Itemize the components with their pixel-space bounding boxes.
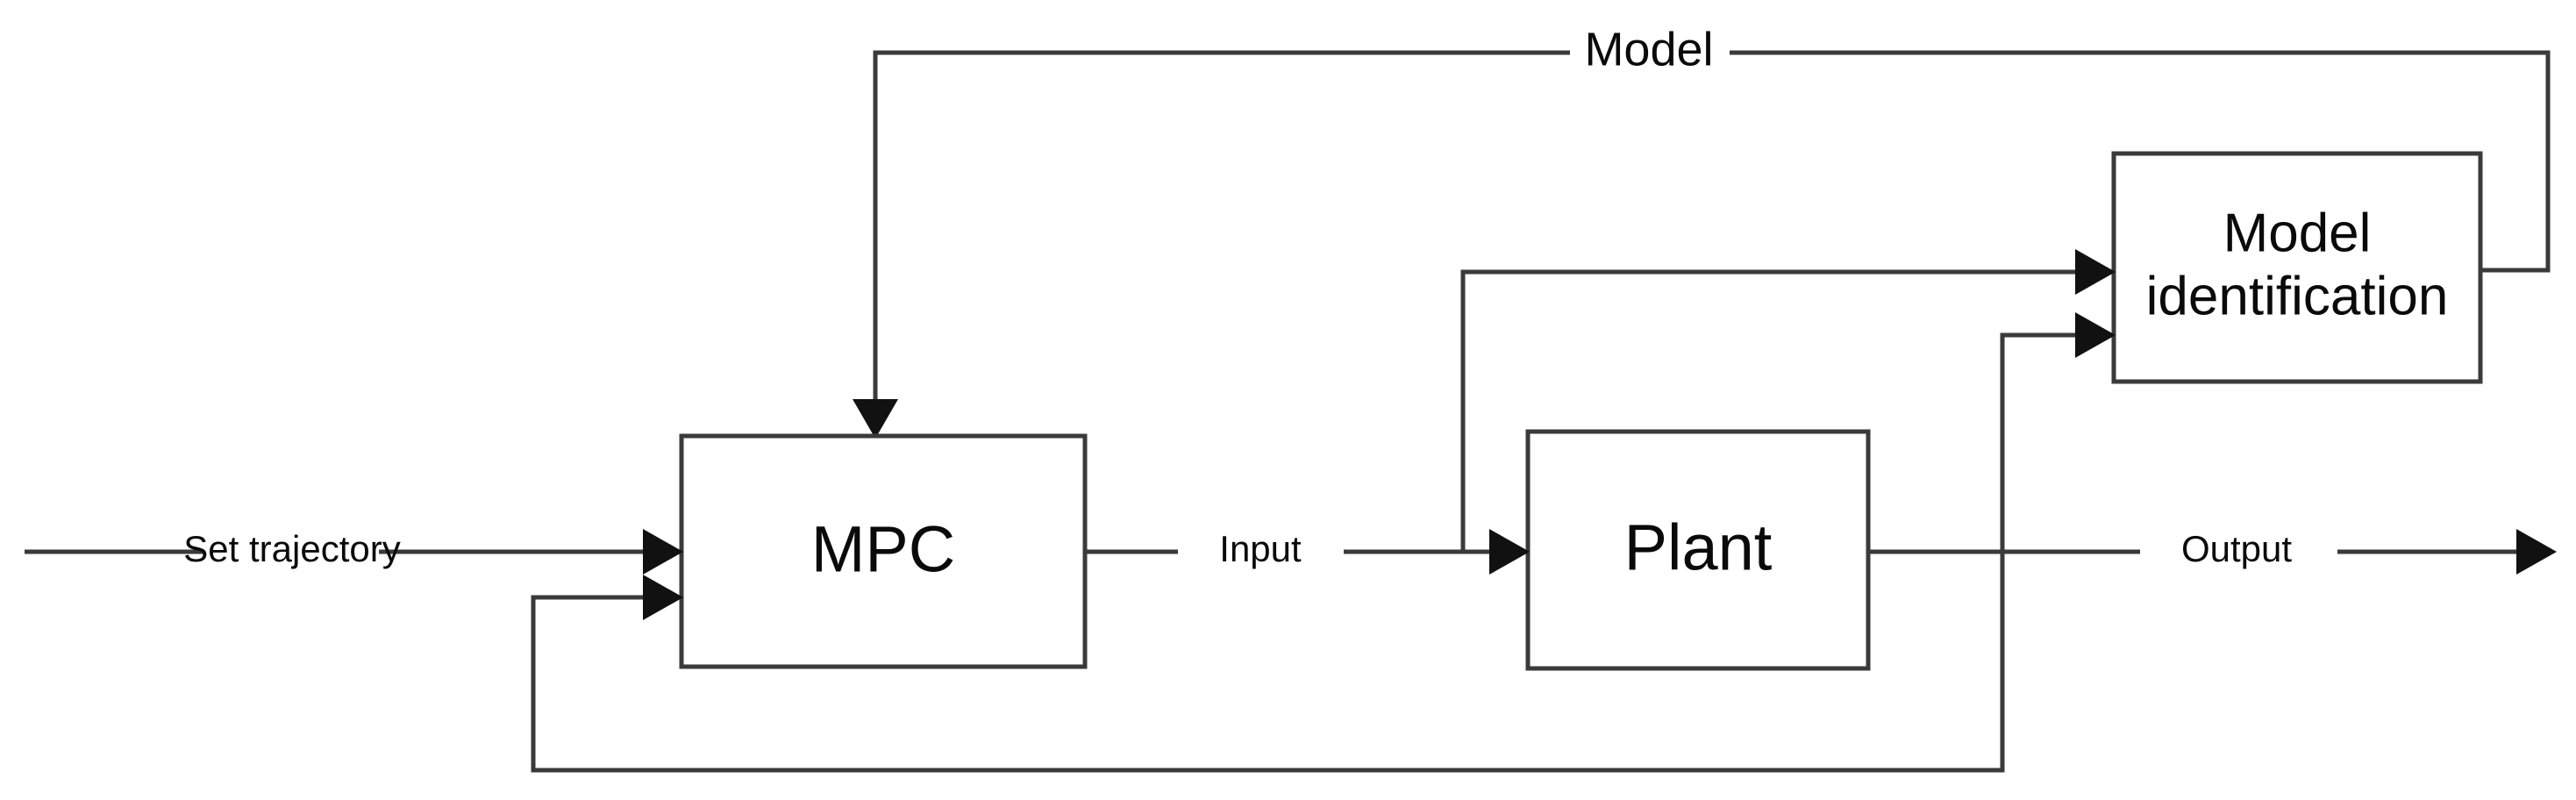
model-feedback-path xyxy=(1730,50,2551,273)
plant-label: Plant xyxy=(1624,511,1773,584)
plant-box[interactable] xyxy=(1525,429,1871,671)
label-output: Output xyxy=(2181,528,2292,569)
arrowhead-plant-input xyxy=(1489,529,1530,575)
model-feedback-path-left xyxy=(873,50,1570,423)
arrowhead-output-external xyxy=(2516,529,2557,575)
label-set-trajectory: Set trajectory xyxy=(183,528,400,569)
mpc-label: MPC xyxy=(811,513,955,586)
connection-input-to-model-identification xyxy=(1460,249,2116,552)
arrowhead-into-mpc-top xyxy=(853,399,898,439)
label-model: Model xyxy=(1584,23,1713,75)
arrowhead-model-identification-upper xyxy=(2075,249,2116,295)
block-mpc[interactable]: MPC xyxy=(679,433,1088,669)
block-plant[interactable]: Plant xyxy=(1525,429,1871,671)
model-identification-label-line1: Model xyxy=(2223,203,2372,263)
output-branch-path xyxy=(2000,332,2096,552)
connection-output-feedback-to-mpc xyxy=(531,552,2005,773)
connection-mpc-to-plant xyxy=(1085,529,1530,575)
block-model-identification[interactable]: Model identification xyxy=(2111,151,2483,384)
model-identification-label-line2: identification xyxy=(2146,266,2449,326)
model-identification-box[interactable] xyxy=(2111,151,2483,384)
input-branch-path xyxy=(1460,269,2096,552)
output-feedback-path xyxy=(531,552,2005,773)
arrowhead-mpc-set-trajectory xyxy=(643,529,683,575)
connection-output-to-model-identification xyxy=(2000,312,2116,552)
connection-set-trajectory-to-mpc xyxy=(25,529,683,575)
arrowhead-model-identification-lower xyxy=(2075,312,2116,358)
connection-model-identification-to-mpc xyxy=(853,50,2551,439)
label-input: Input xyxy=(1219,528,1302,569)
arrowhead-mpc-feedback xyxy=(643,575,683,620)
